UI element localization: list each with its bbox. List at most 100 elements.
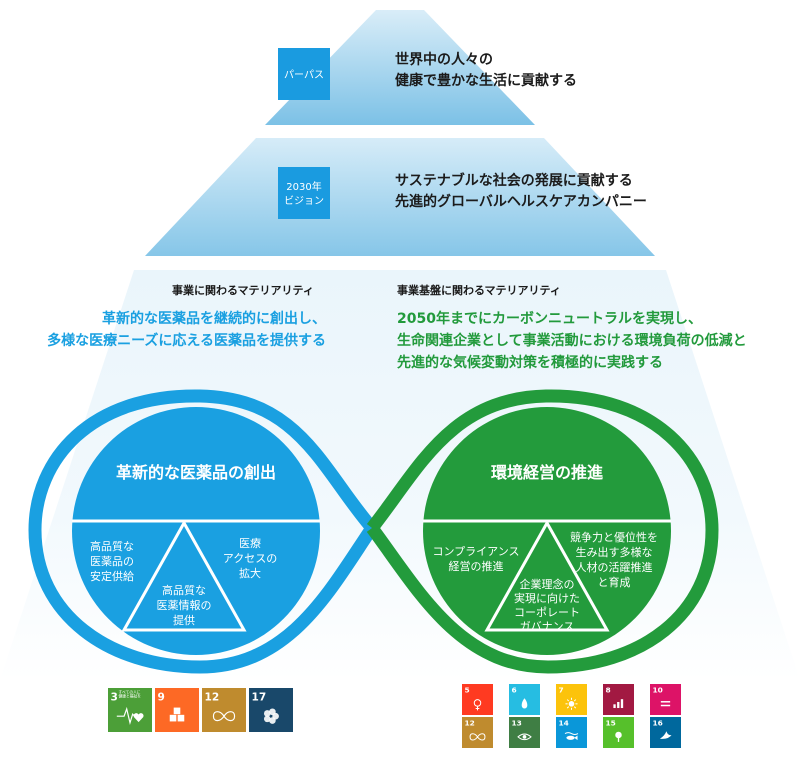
cubes-icon — [169, 707, 185, 722]
purpose-tag-label: パーパス — [284, 69, 324, 81]
purpose-line-2: 健康で豊かな生活に貢献する — [395, 72, 577, 89]
sdg-number: 12 — [205, 691, 220, 703]
right-circle-triangle — [484, 519, 610, 632]
growth-icon — [613, 699, 624, 709]
sdg-number: 5 — [465, 686, 470, 695]
sdg-number: 15 — [606, 719, 616, 728]
sdg-number: 6 — [512, 686, 517, 695]
foundation-materiality-line-1: 2050年までにカーボンニュートラルを実現し、 — [397, 310, 702, 327]
infinity-icon — [212, 711, 236, 722]
sdg-tile-bg — [509, 717, 540, 748]
talent-line-1: 競争力と優位性を — [570, 530, 658, 544]
purpose-line-1: 世界中の人々の — [395, 51, 493, 68]
sdg-tile-bg — [603, 684, 634, 715]
sdg-number: 3 — [111, 691, 118, 703]
sdg-goal-13: 13 — [509, 717, 540, 748]
sdg-goal-7: 7 — [556, 684, 587, 715]
sdg-goal-6: 6 — [509, 684, 540, 715]
vision-line-1: サステナブルな社会の発展に貢献する — [395, 172, 633, 189]
governance-line-3: コーポレート — [514, 606, 580, 619]
sdg-number: 14 — [559, 719, 569, 728]
governance-line-4: ガバナンス — [520, 620, 575, 633]
sdg-number: 17 — [252, 691, 267, 703]
vision-tag — [278, 167, 330, 219]
talent-line-2: 生み出す多様な — [576, 545, 653, 559]
pyramid-top-tier — [265, 10, 535, 125]
right-circle-title: 環境経営の推進 — [491, 463, 603, 482]
left-seg-line-3: 安定供給 — [90, 569, 134, 583]
talent-line-3: 人材の活躍推進 — [576, 560, 653, 574]
vision-tag-line-1: 2030年 — [286, 180, 321, 193]
innovation-circle — [72, 407, 320, 655]
governance-line-2: 実現に向けた — [514, 591, 580, 605]
eye-icon — [517, 733, 532, 741]
sdg-number: 10 — [653, 686, 663, 695]
right-seg-line-1: 医療 — [239, 536, 261, 550]
sdg-goal-8: 8 — [603, 684, 634, 715]
bottom-seg-line-2: 医薬情報の — [157, 599, 212, 612]
foundation-materiality-line-2: 生命関連企業として事業活動における環境負荷の低減と — [397, 332, 747, 349]
business-materiality-label: 事業に関わるマテリアリティ — [172, 283, 314, 297]
infinity-icon — [469, 733, 486, 741]
environment-circle — [423, 407, 671, 655]
water-icon — [521, 698, 528, 709]
left-seg-line-2: 医薬品の — [90, 555, 134, 568]
bottom-seg-line-3: 提供 — [173, 613, 195, 627]
sdg-number: 7 — [559, 686, 564, 695]
sdg-tile-bg — [202, 688, 246, 732]
sdg-goal-9: 9 — [155, 688, 199, 732]
pyramid-middle-tier — [145, 138, 655, 256]
sdg-tile-bg — [650, 684, 681, 715]
left-circle-title: 革新的な医薬品の創出 — [116, 463, 276, 482]
sdg-goal-15: 15 — [603, 717, 634, 748]
sdg-caption: すべての人に — [119, 689, 141, 694]
bottom-seg-line-1: 高品質な — [162, 583, 206, 597]
compliance-line-1: コンプライアンス — [432, 545, 519, 558]
sdg-number: 9 — [158, 691, 165, 703]
right-seg-line-2: アクセスの — [223, 552, 277, 565]
fish-icon — [564, 732, 579, 741]
sun-icon — [565, 697, 578, 710]
sdg-goal-12: 12 — [462, 717, 493, 748]
flower-icon — [263, 708, 279, 724]
vision-line-2: 先進的グローバルヘルスケアカンパニー — [395, 193, 647, 210]
sdg-caption: 健康と福祉を — [119, 694, 142, 699]
sdg-icons-foundation: 5 6 7 8 10 12 13 14 15 16 — [462, 684, 681, 748]
tree-icon — [615, 731, 622, 742]
dove-icon — [659, 731, 672, 739]
infinity-loop-left — [28, 389, 378, 674]
sdg-tile-bg — [462, 717, 493, 748]
sdg-number: 12 — [465, 719, 475, 728]
infinity-loop-right — [366, 389, 719, 674]
talent-line-4: と育成 — [598, 575, 631, 589]
right-seg-line-3: 拡大 — [239, 566, 261, 580]
sdg-goal-12: 12 — [202, 688, 246, 732]
sdg-number: 13 — [512, 719, 522, 728]
vision-tag-line-2: ビジョン — [284, 195, 324, 207]
compliance-line-2: 経営の推進 — [449, 559, 504, 573]
gender-icon — [473, 699, 482, 711]
left-seg-line-1: 高品質な — [90, 539, 134, 553]
foundation-materiality-label: 事業基盤に関わるマテリアリティ — [397, 283, 561, 297]
business-materiality-line-2: 多様な医療ニーズに応える医薬品を提供する — [47, 332, 326, 349]
sdg-goal-17: 17 — [249, 688, 293, 732]
sdg-goal-16: 16 — [650, 717, 681, 748]
sdg-goal-5: 5 — [462, 684, 493, 715]
sdg-goal-10: 10 — [650, 684, 681, 715]
foundation-materiality-line-3: 先進的な気候変動対策を積極的に実践する — [397, 354, 663, 371]
sdg-goal-14: 14 — [556, 717, 587, 748]
business-materiality-line-1: 革新的な医薬品を継続的に創出し、 — [102, 310, 326, 327]
governance-line-1: 企業理念の — [520, 577, 575, 591]
left-circle-triangle — [121, 519, 247, 632]
sdg-number: 8 — [606, 686, 611, 695]
purpose-tag — [278, 48, 330, 100]
heartbeat-icon — [116, 706, 144, 726]
sdg-number: 16 — [653, 719, 663, 728]
sdg-tile-bg — [556, 717, 587, 748]
equality-icon — [660, 701, 671, 707]
sdg-tile-bg — [650, 717, 681, 748]
